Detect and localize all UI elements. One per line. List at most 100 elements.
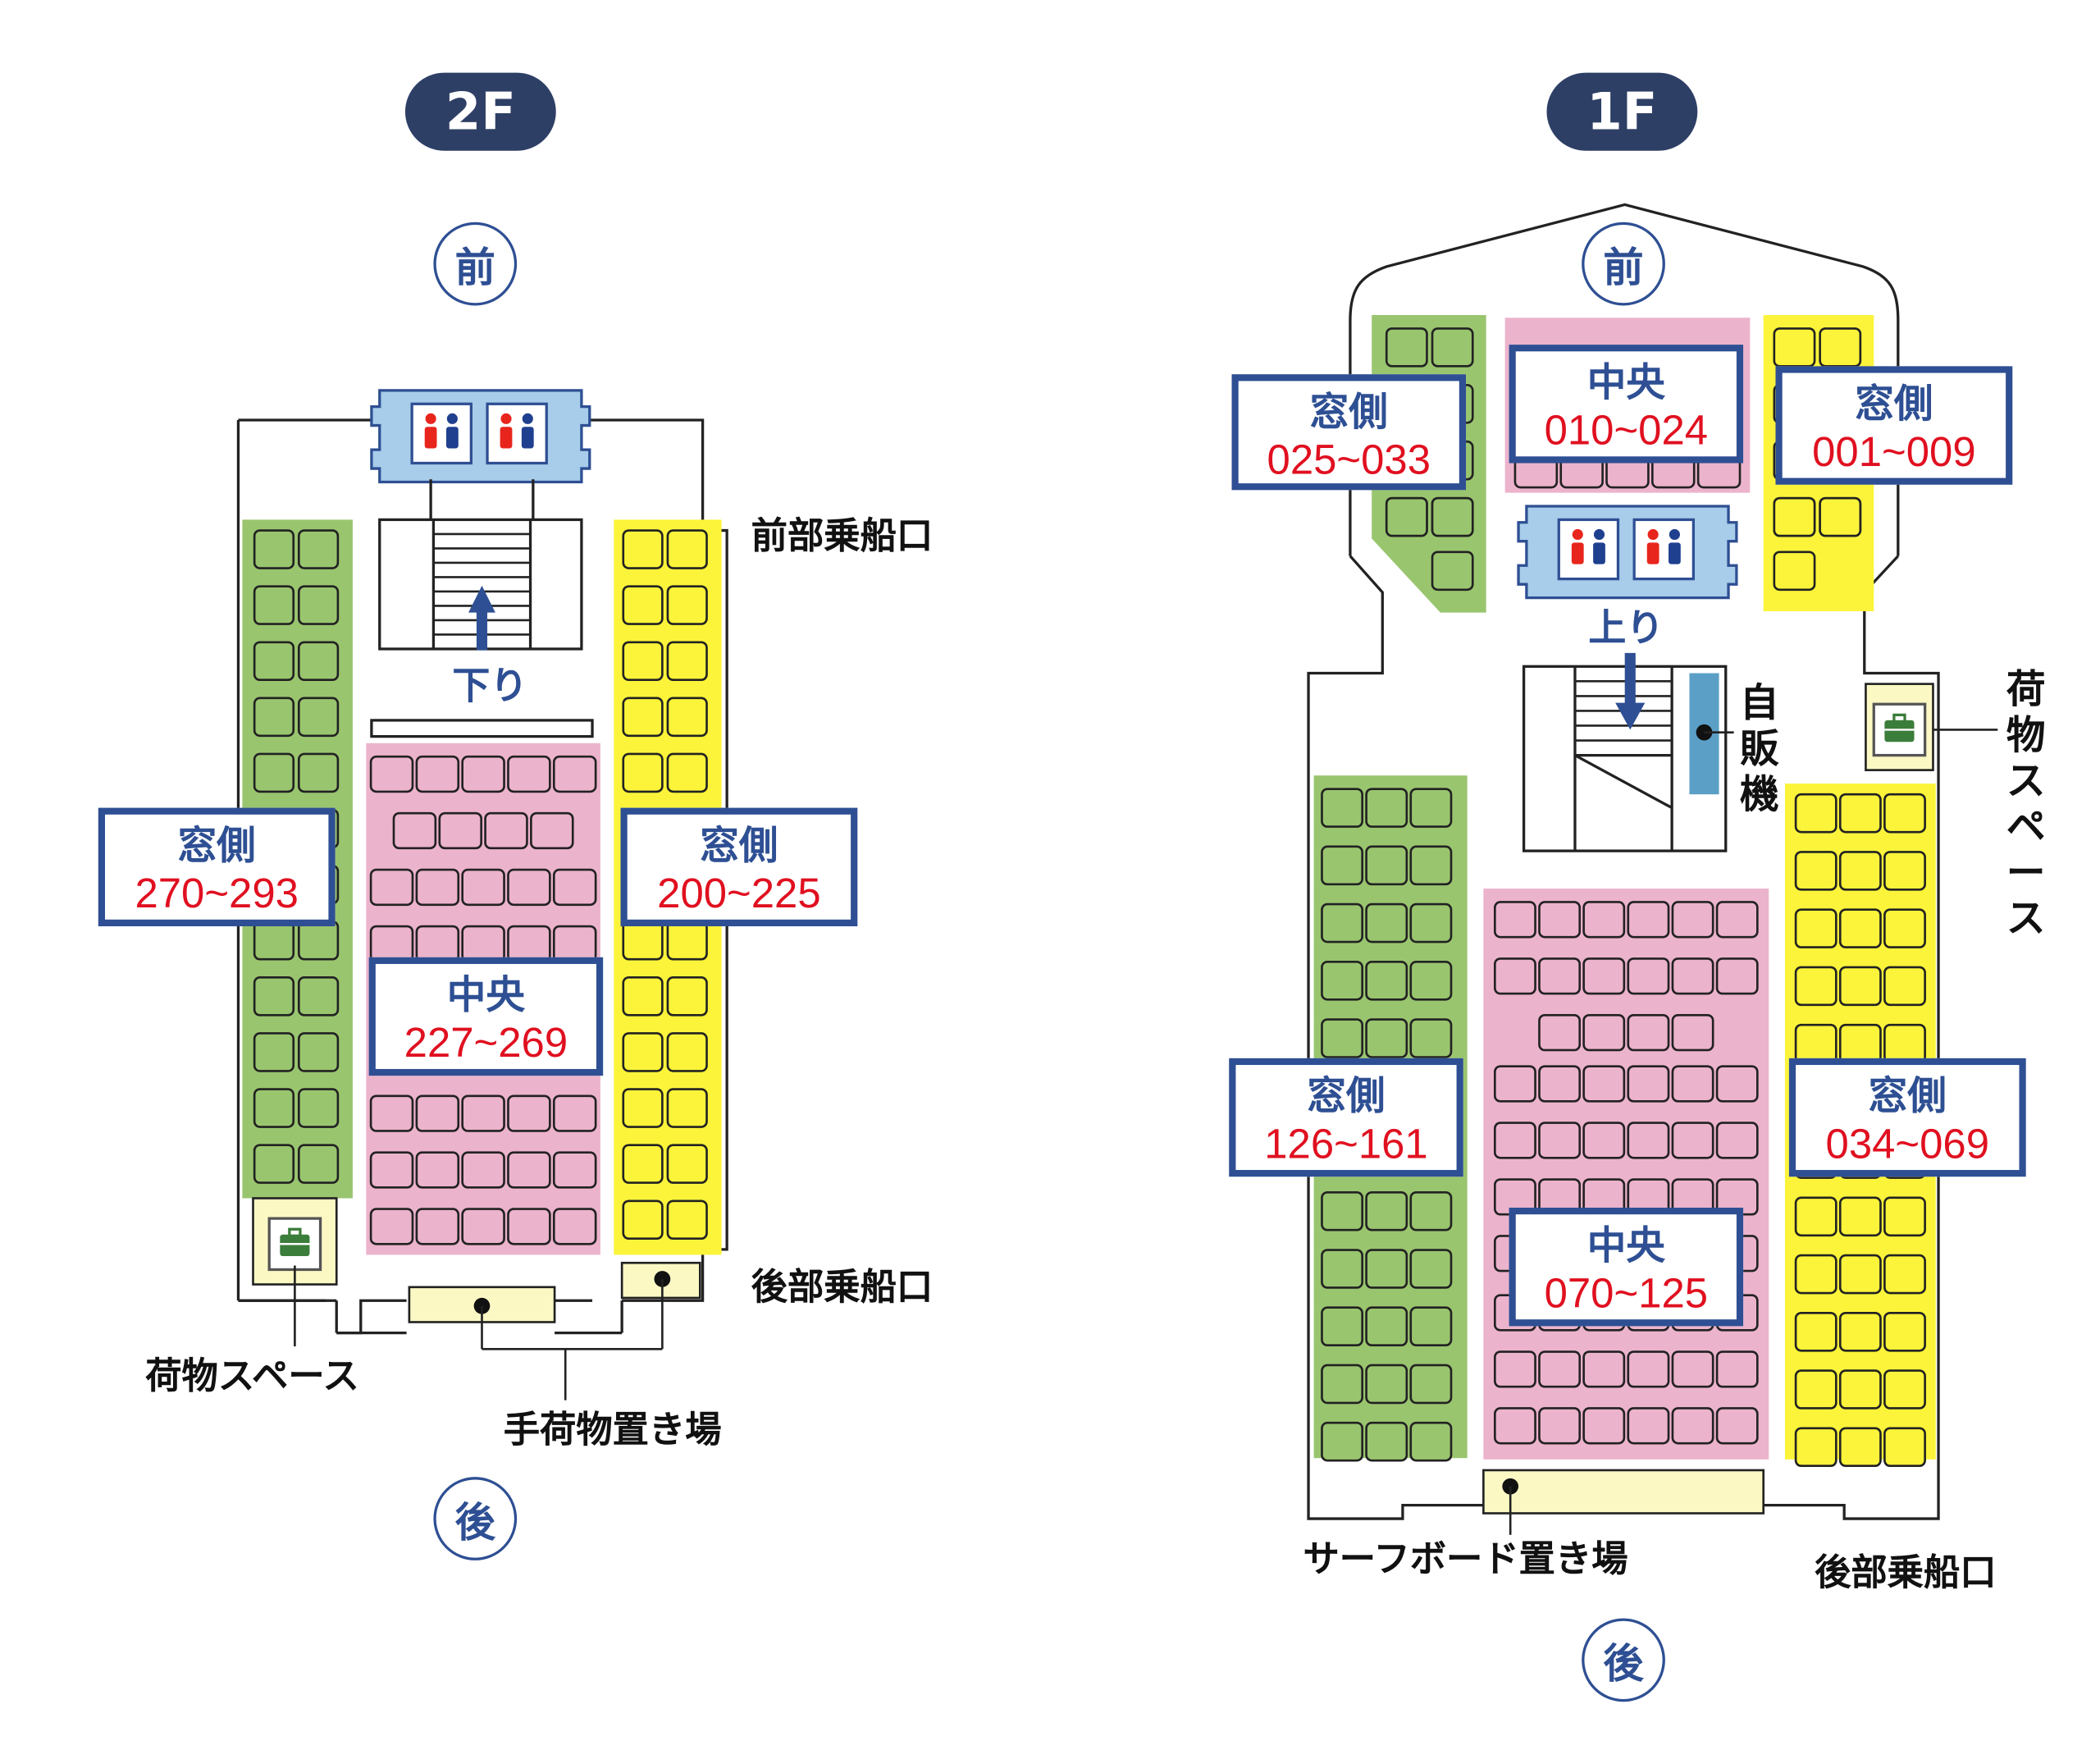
seat-range: 126~161	[1264, 1120, 1428, 1167]
seat	[666, 1032, 708, 1072]
seat	[1494, 957, 1536, 995]
seat-box-1f-window-front-left: 窓側 025~033	[1231, 374, 1467, 491]
seat	[666, 585, 708, 625]
seat	[1365, 1249, 1408, 1289]
seat	[297, 1088, 340, 1128]
seat	[1627, 1407, 1670, 1445]
stairs-down-label: 下り	[452, 664, 528, 709]
seat	[1582, 1350, 1626, 1388]
seat	[1494, 1122, 1536, 1159]
seat	[1409, 961, 1453, 1001]
seat	[484, 811, 528, 850]
seat	[1794, 851, 1838, 891]
seat	[461, 925, 505, 962]
front-entrance-label: 前部乗船口	[751, 515, 934, 558]
seat	[666, 752, 708, 793]
seat	[253, 920, 295, 961]
seat	[415, 1151, 460, 1189]
seat	[1715, 1065, 1759, 1103]
seat	[622, 920, 664, 961]
seat-box-2f-center: 中央 227~269	[368, 957, 604, 1076]
vending-machine-label: 自販機	[1739, 679, 1779, 818]
seat	[297, 529, 340, 569]
seat-box-title: 中央	[1586, 1222, 1665, 1268]
seat	[622, 752, 664, 793]
seat	[1365, 788, 1408, 828]
seat	[1582, 1014, 1626, 1052]
front-label: 前	[454, 244, 495, 293]
seat	[461, 755, 505, 793]
seat	[1794, 1196, 1838, 1237]
seat	[1838, 908, 1882, 948]
restroom-unit-panel	[1632, 518, 1696, 581]
seat	[297, 1144, 340, 1184]
seat	[1582, 901, 1626, 939]
seat	[1321, 1018, 1364, 1058]
seat	[461, 1208, 505, 1245]
seat	[1627, 1122, 1670, 1159]
seat	[507, 1094, 551, 1132]
seat	[297, 1032, 340, 1072]
seat	[1794, 1311, 1838, 1352]
seat	[1794, 1023, 1838, 1064]
seat	[552, 755, 597, 793]
seat	[1494, 901, 1536, 939]
seat	[1883, 966, 1926, 1007]
seat	[622, 697, 664, 738]
seat	[1794, 908, 1838, 948]
male-icon-head	[446, 413, 458, 424]
seat	[1627, 1014, 1670, 1052]
seat	[552, 1208, 597, 1245]
seat	[1385, 327, 1428, 368]
seat	[1538, 957, 1582, 995]
seat	[1321, 902, 1364, 944]
seat	[461, 868, 505, 907]
seat	[1883, 1427, 1926, 1468]
seat	[666, 641, 708, 682]
back-label: 後	[454, 1500, 495, 1547]
seat	[1409, 1190, 1453, 1231]
seat-range: 010~024	[1544, 406, 1709, 455]
seat-range: 200~225	[657, 870, 821, 917]
seat	[666, 976, 708, 1017]
back-label: 後	[1603, 1641, 1644, 1688]
seat	[369, 1151, 414, 1189]
seat	[1538, 1122, 1582, 1159]
stair-turn	[1574, 754, 1673, 810]
seat	[392, 811, 437, 850]
seat	[1538, 1350, 1582, 1388]
seat	[369, 1094, 414, 1132]
seat	[297, 641, 340, 682]
floor-2f-pill: 2F	[404, 72, 556, 151]
seat	[1794, 966, 1838, 1007]
seat	[1671, 957, 1714, 995]
luggage-space-label: 荷物スペース	[2006, 666, 2046, 942]
seat	[1671, 1122, 1714, 1159]
seat	[1671, 1014, 1714, 1052]
seat	[1838, 793, 1882, 834]
seat	[1715, 1350, 1759, 1388]
male-icon-head	[1669, 528, 1680, 541]
seat	[1582, 957, 1626, 995]
restroom-unit-panel	[1557, 518, 1620, 581]
seat-range: 025~033	[1267, 436, 1431, 484]
seat	[297, 585, 340, 625]
seat	[1365, 1306, 1408, 1347]
rear-entrance-label: 後部乗船口	[751, 1267, 934, 1309]
seat	[1431, 327, 1474, 368]
male-icon-body	[521, 427, 534, 449]
seat	[1365, 1018, 1408, 1058]
front-label: 前	[1603, 244, 1644, 293]
seat	[1494, 1407, 1536, 1445]
seat	[1883, 1369, 1926, 1410]
seat	[622, 585, 664, 625]
seat	[1883, 793, 1926, 834]
seat	[1321, 961, 1364, 1001]
seat	[297, 976, 340, 1017]
seat	[1321, 1249, 1364, 1289]
seat	[1883, 908, 1926, 948]
seat	[1627, 901, 1670, 939]
seat-box-title: 窓側	[1868, 1072, 1947, 1119]
seat	[1794, 1427, 1838, 1468]
